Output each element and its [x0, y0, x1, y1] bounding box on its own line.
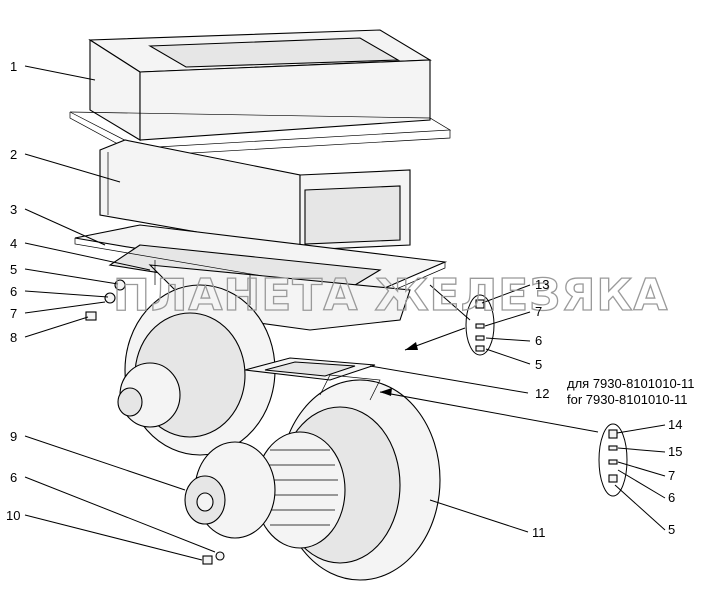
- callout-5-detail2: 5: [668, 522, 675, 537]
- callout-6-detail: 6: [535, 333, 542, 348]
- callout-9: 9: [10, 429, 17, 444]
- detail-ellipse-1: [465, 294, 495, 356]
- note-line-en: for 7930-8101010-11: [567, 392, 687, 407]
- variant-note: для 7930-8101010-11 for 7930-8101010-11: [567, 376, 695, 407]
- part-11-fan-housing: [184, 374, 441, 581]
- callout-5-detail: 5: [535, 357, 542, 372]
- callout-2: 2: [10, 147, 17, 162]
- callout-15: 15: [668, 444, 682, 459]
- callout-8: 8: [10, 330, 17, 345]
- part-1-top-duct: [69, 29, 452, 157]
- callout-11: 11: [532, 525, 546, 540]
- callout-1: 1: [10, 59, 17, 74]
- callout-7: 7: [10, 306, 17, 321]
- fasteners-left: [85, 279, 225, 565]
- rear-fan-motor: [117, 284, 276, 456]
- callout-7-detail2: 7: [668, 468, 675, 483]
- note-line-ru: для 7930-8101010-11: [567, 376, 695, 391]
- callout-12: 12: [535, 386, 549, 401]
- callout-7-detail: 7: [535, 304, 542, 319]
- callout-5: 5: [10, 262, 17, 277]
- part-12-gasket: [244, 357, 376, 381]
- arrows: [379, 284, 599, 433]
- leader-lines: [24, 65, 666, 561]
- watermark: ПЛАНЕТА ЖЕЛЕЗЯКА: [113, 270, 668, 321]
- callout-6-detail2: 6: [668, 490, 675, 505]
- callout-3: 3: [10, 202, 17, 217]
- callout-10: 10: [6, 508, 20, 523]
- detail-ellipse-2: [598, 423, 628, 497]
- callout-6: 6: [10, 284, 17, 299]
- callout-4: 4: [10, 236, 17, 251]
- callout-numbers: 1 2 3 4 5 6 7 8 9 6 10 11 12 13 7 6 5 14…: [6, 59, 682, 540]
- callout-6-lower: 6: [10, 470, 17, 485]
- callout-13: 13: [535, 277, 549, 292]
- part-2-adapter: [99, 139, 411, 251]
- callout-14: 14: [668, 417, 682, 432]
